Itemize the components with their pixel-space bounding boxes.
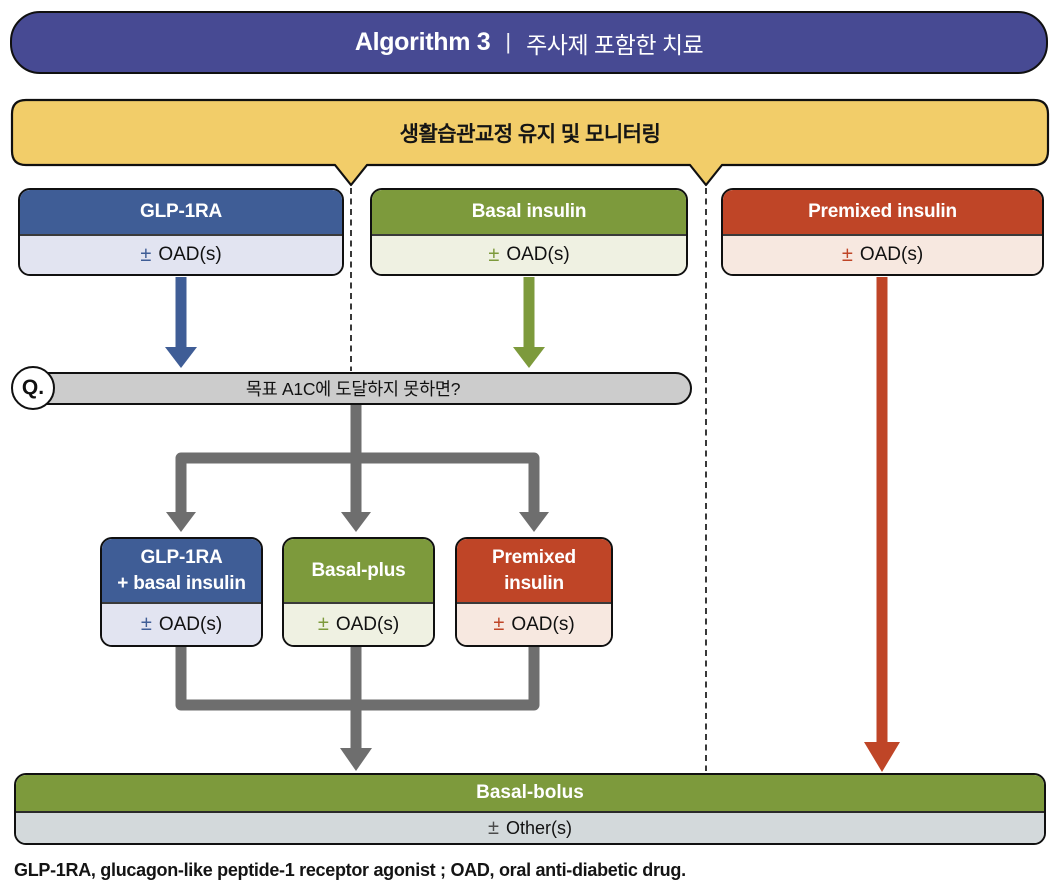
glp1ra-basal-insulin-box-title: GLP-1RA + basal insulin bbox=[102, 539, 261, 604]
oad-label: OAD(s) bbox=[511, 613, 575, 635]
glp1ra-basal-insulin-box-oad: ± OAD(s) bbox=[102, 604, 261, 645]
footnote: GLP-1RA, glucagon-like peptide-1 recepto… bbox=[14, 860, 686, 880]
basal-bolus-title: Basal-bolus bbox=[16, 775, 1044, 813]
oad-label: OAD(s) bbox=[158, 613, 223, 635]
plus-minus-sign: ± bbox=[317, 613, 329, 635]
basal-bolus-bar: Basal-bolus ± Other(s) bbox=[14, 773, 1046, 845]
basal-insulin-down-arrow bbox=[513, 277, 545, 368]
oad-label: OAD(s) bbox=[859, 244, 924, 265]
branch-arrowheads bbox=[166, 512, 549, 532]
premixed-insulin-box-oad: ± OAD(s) bbox=[723, 236, 1042, 274]
premixed-insulin-step2-box: Premixed insulin ± OAD(s) bbox=[455, 537, 613, 647]
question-badge-label: Q. bbox=[21, 376, 45, 399]
basal-insulin-box-oad: ± OAD(s) bbox=[372, 236, 686, 274]
title-bar: Algorithm 3 | 주사제 포함한 치료 bbox=[10, 11, 1048, 74]
branch-connector bbox=[175, 405, 540, 514]
plus-minus-sign: ± bbox=[841, 243, 853, 266]
premixed-down-arrow bbox=[864, 277, 900, 772]
premixed-insulin-box: Premixed insulin ± OAD(s) bbox=[721, 188, 1044, 276]
converge-arrowhead bbox=[340, 748, 372, 771]
oad-label: OAD(s) bbox=[506, 244, 570, 265]
plus-minus-sign: ± bbox=[140, 613, 152, 635]
glp1ra-box: GLP-1RA ± OAD(s) bbox=[18, 188, 344, 276]
question-text: 목표 A1C에 도달하지 못하면? bbox=[245, 379, 461, 399]
basal-plus-box-oad: ± OAD(s) bbox=[284, 604, 433, 645]
plus-minus-sign: ± bbox=[488, 816, 499, 839]
oad-label: OAD(s) bbox=[158, 244, 222, 265]
glp1ra-down-arrow bbox=[165, 277, 197, 368]
basal-insulin-box-title: Basal insulin bbox=[372, 190, 686, 236]
glp1ra-box-oad: ± OAD(s) bbox=[20, 236, 342, 274]
dashed-separators bbox=[350, 188, 707, 771]
question-bar: 목표 A1C에 도달하지 못하면? bbox=[14, 372, 692, 405]
premixed-insulin-step2-box-title: Premixed insulin bbox=[457, 539, 611, 604]
question-badge: Q. bbox=[11, 366, 55, 410]
title-separator: | bbox=[505, 28, 512, 54]
premixed-insulin-box-title: Premixed insulin bbox=[723, 190, 1042, 236]
plus-minus-sign: ± bbox=[140, 243, 152, 266]
other-label: Other(s) bbox=[505, 817, 572, 838]
glp1ra-basal-insulin-box: GLP-1RA + basal insulin ± OAD(s) bbox=[100, 537, 263, 647]
basal-insulin-box: Basal insulin ± OAD(s) bbox=[370, 188, 688, 276]
lifestyle-banner-label: 생활습관교정 유지 및 모니터링 bbox=[399, 122, 661, 146]
plus-minus-sign: ± bbox=[493, 613, 505, 635]
plus-minus-sign: ± bbox=[488, 243, 500, 266]
oad-label: OAD(s) bbox=[335, 613, 400, 635]
premixed-insulin-step2-box-oad: ± OAD(s) bbox=[457, 604, 611, 645]
basal-plus-box-title: Basal-plus bbox=[284, 539, 433, 604]
glp1ra-box-title: GLP-1RA bbox=[20, 190, 342, 236]
converge-connector bbox=[175, 645, 540, 751]
title-subtitle: 주사제 포함한 치료 bbox=[526, 31, 704, 58]
lifestyle-banner-shape bbox=[10, 98, 1050, 187]
title-label: Algorithm 3 bbox=[354, 28, 491, 56]
basal-bolus-other: ± Other(s) bbox=[16, 813, 1044, 843]
basal-plus-box: Basal-plus ± OAD(s) bbox=[282, 537, 435, 647]
